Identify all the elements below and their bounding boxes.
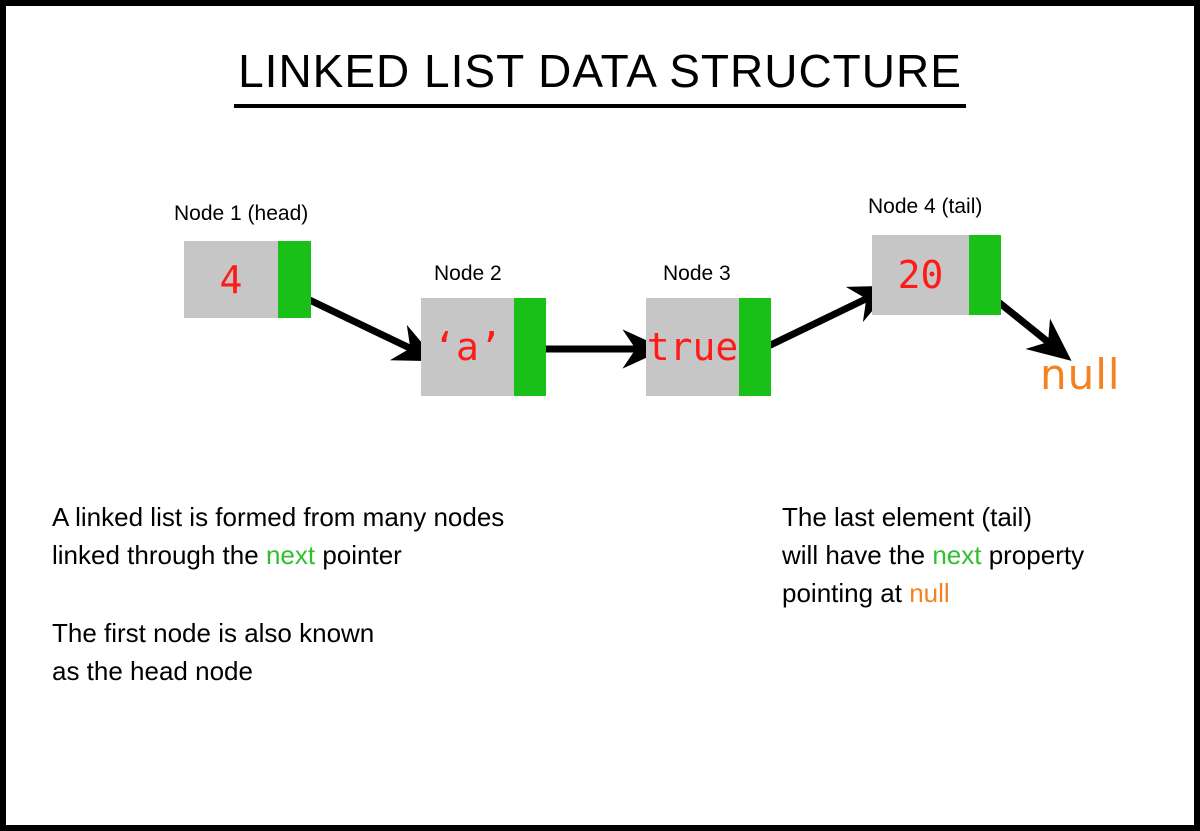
node-4-value: 20 [872, 235, 969, 315]
caption-line: The last element (tail) [782, 502, 1032, 532]
caption-line: as the head node [52, 656, 253, 686]
node-label-3: Node 3 [663, 262, 731, 285]
page-title-text: LINKED LIST DATA STRUCTURE [234, 44, 966, 108]
node-2-next-pointer [514, 298, 546, 396]
caption-text: will have the [782, 540, 933, 570]
caption-text: A linked list is formed from many nodes [52, 502, 505, 532]
keyword-next: next [265, 540, 316, 570]
caption-line: The first node is also known [52, 618, 375, 648]
node-1[interactable]: 4 [184, 241, 311, 318]
keyword-next: next [932, 540, 982, 570]
node-3-value: true [646, 298, 739, 396]
node-label-2: Node 2 [434, 262, 502, 285]
caption-linked-list-definition: A linked list is formed from many nodes … [52, 498, 504, 574]
node-1-next-pointer [278, 241, 311, 318]
caption-text: property [981, 540, 1085, 570]
node-label-4: Node 4 (tail) [868, 195, 983, 218]
caption-text: pointing at [782, 578, 910, 608]
node-3-next-pointer [739, 298, 771, 396]
caption-text: linked through the [52, 540, 266, 570]
arrow-connectors [293, 285, 1072, 369]
arrow-node3-to-node4 [752, 285, 894, 357]
page-title: LINKED LIST DATA STRUCTURE [6, 44, 1194, 108]
caption-line: will have the next property [782, 536, 1182, 574]
node-1-value: 4 [184, 241, 278, 318]
node-label-1: Node 1 (head) [174, 202, 309, 225]
caption-head-node: The first node is also known as the head… [52, 614, 374, 690]
caption-line: pointing at null [782, 574, 1182, 612]
caption-line: A linked list is formed from many nodes [52, 498, 504, 536]
arrow-node1-to-node2 [293, 289, 438, 362]
node-2[interactable]: ‘a’ [421, 298, 546, 396]
node-4-next-pointer [969, 235, 1001, 315]
null-terminator-label: null [1040, 350, 1121, 399]
caption-text: pointer [315, 540, 402, 570]
node-4[interactable]: 20 [872, 235, 1001, 315]
caption-line: linked through the next pointer [52, 536, 504, 574]
node-3[interactable]: true [646, 298, 771, 396]
keyword-null: null [909, 578, 950, 608]
caption-tail-null: The last element (tail) will have the ne… [782, 498, 1182, 612]
node-2-value: ‘a’ [421, 298, 514, 396]
